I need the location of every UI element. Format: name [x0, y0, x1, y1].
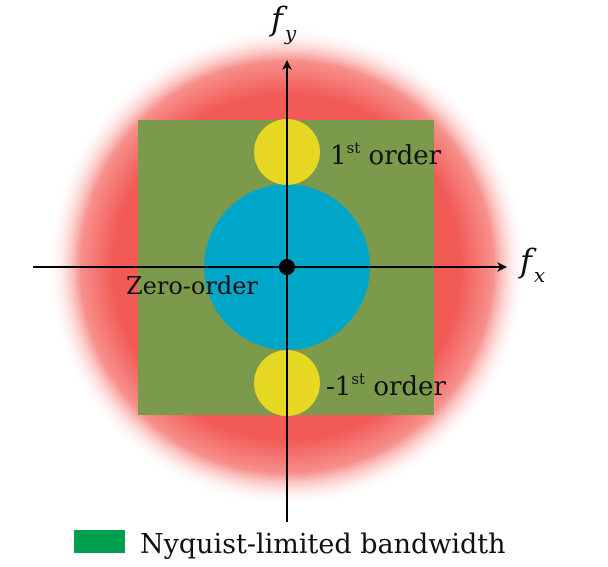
zero-order-label: Zero-order	[126, 272, 258, 300]
legend-swatch	[74, 530, 125, 553]
legend-label: Nyquist-limited bandwidth	[140, 529, 506, 560]
first-order-label: 1st order	[330, 139, 442, 171]
origin-dot	[279, 259, 295, 275]
neg-first-order-label: -1st order	[326, 370, 446, 402]
